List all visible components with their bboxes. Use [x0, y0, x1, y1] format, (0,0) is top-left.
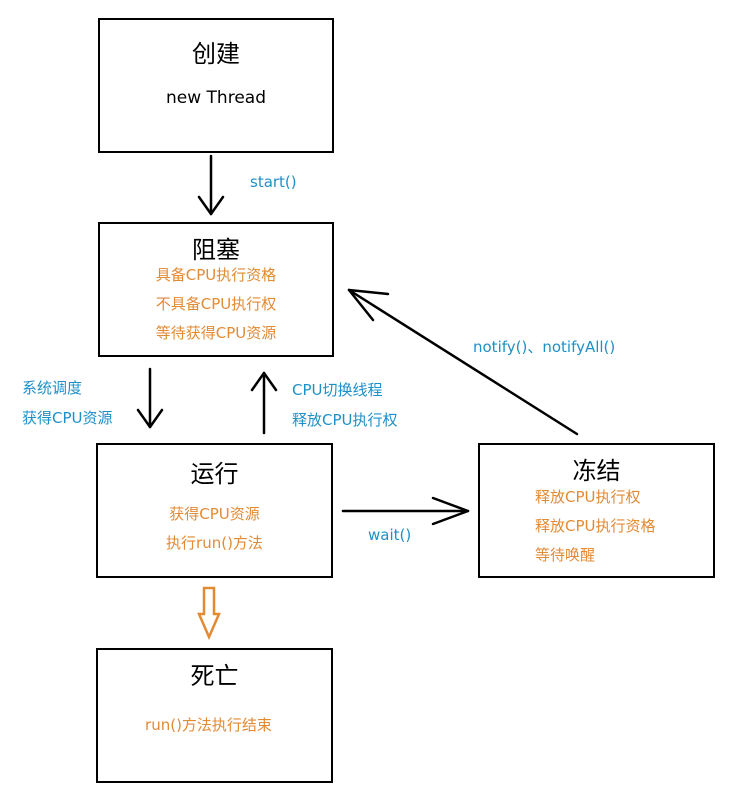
state-blocked-lines: 具备CPU执行资格 不具备CPU执行权 等待获得CPU资源	[100, 261, 332, 348]
label-start: start()	[250, 173, 297, 191]
state-running: 运行 获得CPU资源 执行run()方法	[96, 443, 333, 578]
label-switch-line: CPU切换线程	[292, 381, 383, 399]
state-running-line: 获得CPU资源	[169, 505, 260, 523]
label-schedule-line: 获得CPU资源	[22, 409, 113, 427]
arrow-blocked-to-running	[136, 367, 164, 429]
arrow-frozen-to-blocked	[347, 288, 579, 436]
state-create-title: 创建	[192, 40, 240, 68]
state-frozen-line: 释放CPU执行权	[535, 488, 641, 506]
arrow-create-to-blocked	[197, 154, 225, 216]
state-frozen-title: 冻结	[572, 457, 621, 485]
state-dead: 死亡 run()方法执行结束	[96, 648, 333, 783]
arrow-running-to-frozen	[341, 496, 470, 526]
state-dead-title: 死亡	[190, 662, 239, 690]
state-running-line: 执行run()方法	[166, 534, 263, 552]
state-create: 创建 new Thread	[98, 18, 334, 153]
label-switch-line: 释放CPU执行权	[292, 411, 398, 429]
label-wait: wait()	[368, 526, 412, 544]
state-create-line: new Thread	[166, 88, 266, 108]
state-frozen-lines: 释放CPU执行权 释放CPU执行资格 等待唤醒	[465, 483, 713, 570]
arrow-running-to-dead	[197, 586, 221, 641]
state-dead-lines: run()方法执行结束	[86, 711, 331, 740]
state-blocked-line: 等待获得CPU资源	[155, 324, 277, 342]
state-running-lines: 获得CPU资源 执行run()方法	[98, 500, 331, 558]
label-schedule: 系统调度 获得CPU资源	[22, 373, 113, 433]
arrow-running-to-blocked	[250, 371, 278, 435]
state-running-title: 运行	[190, 460, 239, 488]
label-switch: CPU切换线程 释放CPU执行权	[292, 375, 398, 435]
state-frozen: 冻结 释放CPU执行权 释放CPU执行资格 等待唤醒	[478, 443, 715, 578]
state-blocked-title: 阻塞	[192, 236, 240, 264]
state-create-lines: new Thread	[100, 84, 332, 113]
state-frozen-line: 等待唤醒	[535, 546, 596, 564]
state-frozen-line: 释放CPU执行资格	[535, 517, 656, 535]
label-schedule-line: 系统调度	[22, 379, 83, 397]
label-notify: notify()、notifyAll()	[473, 338, 616, 356]
state-dead-line: run()方法执行结束	[145, 716, 272, 734]
state-blocked: 阻塞 具备CPU执行资格 不具备CPU执行权 等待获得CPU资源	[98, 222, 334, 357]
state-blocked-line: 具备CPU执行资格	[155, 266, 277, 284]
state-blocked-line: 不具备CPU执行权	[155, 295, 277, 313]
